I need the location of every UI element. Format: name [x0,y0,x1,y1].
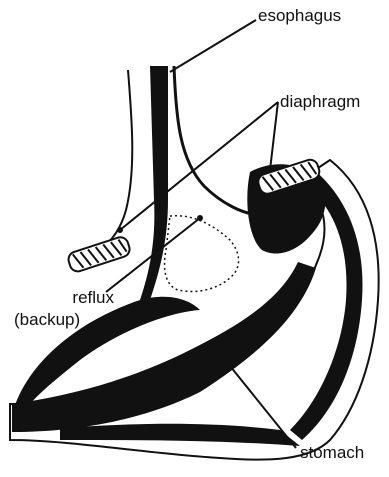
esophagus-tube [140,66,168,300]
reflux-region [165,216,239,292]
esophagus-leader [170,20,256,72]
label-stomach: stomach [300,443,364,462]
diaphragm-left [66,235,131,273]
reflux-leader-dot [197,215,203,221]
label-diaphragm: diaphragm [280,92,360,111]
stomach-floor [60,424,300,446]
label-backup: (backup) [14,310,80,329]
esophagus-outline [174,66,256,214]
label-esophagus: esophagus [258,6,341,25]
diaphragm-leader-dot [117,227,123,233]
stomach-leader-dot [219,353,225,359]
label-reflux: reflux [44,288,114,307]
diaphragm-leader-1 [270,102,278,170]
